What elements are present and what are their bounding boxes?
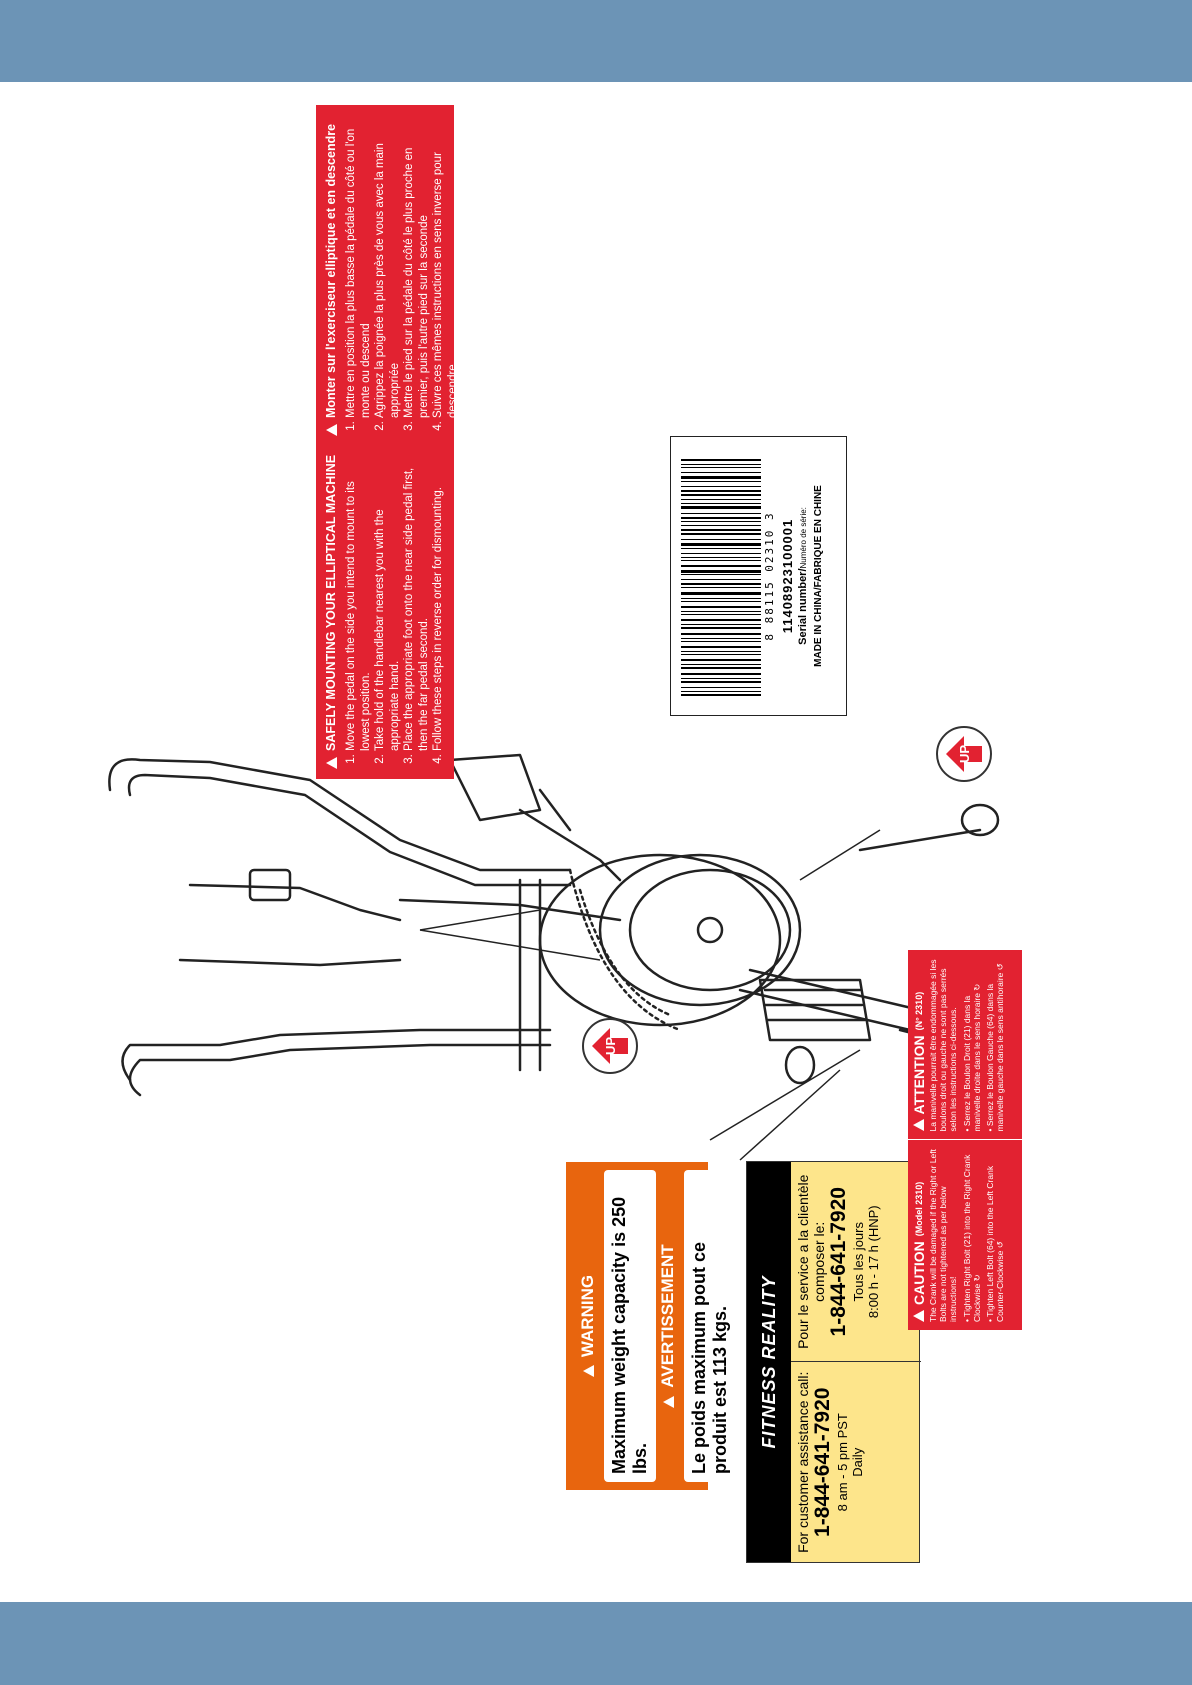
customer-en-phone: 1-844-641-7920 xyxy=(811,1387,834,1537)
mounting-instructions-label: SAFELY MOUNTING YOUR ELLIPTICAL MACHINE … xyxy=(316,105,459,779)
caution-title: CAUTION xyxy=(910,1241,927,1305)
mounting-fr-step: Mettre en position la plus basse la péda… xyxy=(344,115,373,418)
caution-bullet: Tighten Right Bolt (21) into the Right C… xyxy=(962,1154,982,1322)
warning-triangle-icon xyxy=(582,1365,594,1378)
serial-value: 11408923100001 xyxy=(780,518,795,634)
mounting-fr-step: Suivre ces mêmes instructions en sens in… xyxy=(431,115,460,418)
warning-triangle-icon xyxy=(662,1395,674,1408)
mounting-en-step: Take hold of the handlebar nearest you w… xyxy=(373,448,402,751)
crank-caution-label: CAUTION (Model 2310) The Crank will be da… xyxy=(908,950,1022,1330)
warning-head: WARNING xyxy=(578,1274,597,1358)
mounting-fr-title: Monter sur l'exerciseur elliptique et en… xyxy=(324,123,338,418)
customer-en-line: For customer assistance call: xyxy=(795,1371,811,1553)
caution-model: (Model 2310) xyxy=(913,1181,924,1237)
avertissement-text: Le poids maximum pout ce produit est 113… xyxy=(684,1170,736,1482)
customer-fr-hours: 8:00 h - 17 h (HNP) xyxy=(866,1205,881,1319)
brand-logo: FITNESS REALITY xyxy=(747,1162,791,1562)
warning-triangle-icon xyxy=(913,1310,924,1322)
top-band xyxy=(0,0,1192,82)
warning-triangle-icon xyxy=(325,757,337,769)
clockwise-icon: ↻ xyxy=(972,1274,982,1282)
counter-clockwise-icon: ↺ xyxy=(995,963,1005,971)
mounting-fr-step: Agrippez la poignée la plus près de vous… xyxy=(373,115,402,418)
attention-bullet: Serrez le Boulon Gauche (64) dans la man… xyxy=(985,972,1005,1132)
warning-triangle-icon xyxy=(913,1119,924,1132)
counter-clockwise-icon: ↺ xyxy=(995,1241,1005,1249)
attention-text: La manivelle pourrait être endommagée si… xyxy=(928,959,958,1132)
avertissement-head: AVERTISSEMENT xyxy=(658,1244,677,1388)
customer-fr-days: Tous les jours xyxy=(851,1222,866,1302)
up-label: UP xyxy=(603,1037,618,1055)
attention-model: (N° 2310) xyxy=(913,991,924,1031)
clockwise-icon: ↻ xyxy=(972,983,982,991)
customer-fr-phone: 1-844-641-7920 xyxy=(827,1187,850,1337)
serial-label-fr: Numéro de série: xyxy=(799,507,808,569)
caution-text: The Crank will be damaged if the Right o… xyxy=(928,1149,958,1322)
mounting-fr-step: Mettre le pied sur la pédale du côté le … xyxy=(402,115,431,418)
customer-en-days: Daily xyxy=(850,1447,865,1477)
barcode-icon xyxy=(681,456,761,696)
customer-en-hours: 8 am - 5 pm PST xyxy=(835,1413,850,1512)
customer-service-label: FITNESS REALITY For customer assistance … xyxy=(746,1161,921,1563)
warning-triangle-icon xyxy=(325,424,337,436)
bottom-band xyxy=(0,1602,1192,1685)
customer-fr-line: Pour le service a la clientèle composer … xyxy=(795,1174,827,1349)
attention-title: ATTENTION xyxy=(910,1035,927,1115)
mounting-en-step: Follow these steps in reverse order for … xyxy=(431,448,446,751)
mounting-en-title: SAFELY MOUNTING YOUR ELLIPTICAL MACHINE xyxy=(324,454,338,751)
up-arrow-marker: UP xyxy=(936,726,992,782)
up-label: UP xyxy=(957,745,972,763)
attention-bullet: Serrez le Boulon Droit (21) dans la mani… xyxy=(962,993,982,1132)
serial-number-label: 8 88115 02310 3 11408923100001 Serial nu… xyxy=(670,436,847,716)
made-in-label: MADE IN CHINA/FABRIQUE EN CHINE xyxy=(813,485,824,667)
weight-warning-label: WARNING Maximum weight capacity is 250 l… xyxy=(566,1162,736,1490)
up-arrow-marker: UP xyxy=(582,1018,638,1074)
mounting-en-step: Place the appropriate foot onto the near… xyxy=(402,448,431,751)
barcode-digits: 8 88115 02310 3 xyxy=(763,511,776,641)
mounting-en-step: Move the pedal on the side you intend to… xyxy=(344,448,373,751)
warning-text: Maximum weight capacity is 250 lbs. xyxy=(604,1170,656,1482)
serial-label-en: Serial number/ xyxy=(797,568,809,645)
